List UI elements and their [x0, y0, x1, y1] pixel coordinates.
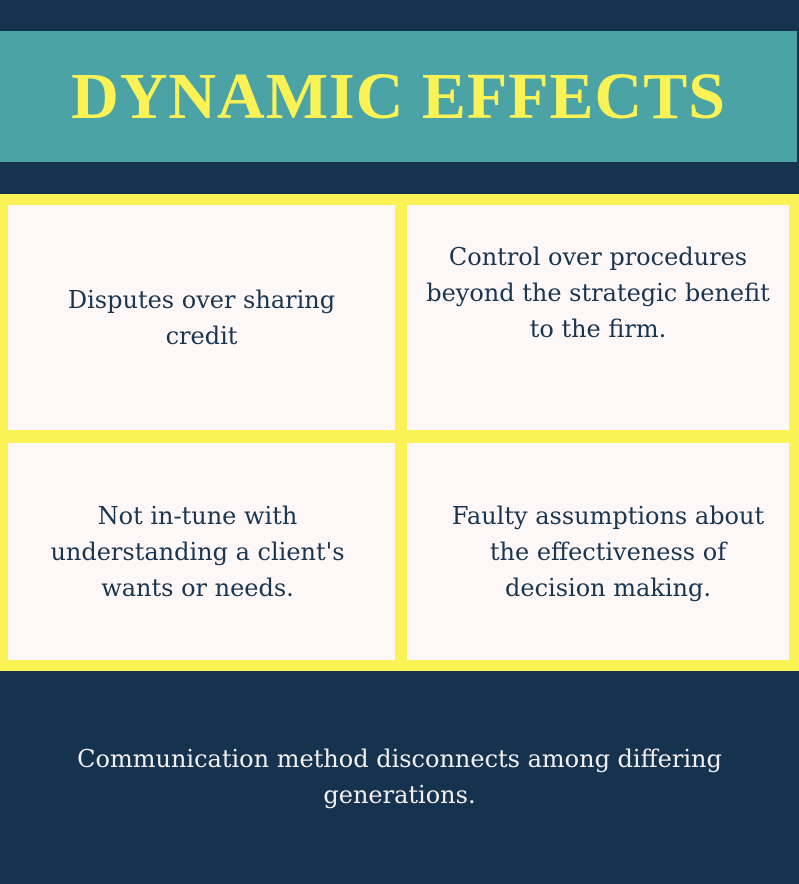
effect-text: Control over procedures beyond the strat…	[426, 242, 770, 343]
effect-text: Disputes over sharing credit	[67, 285, 336, 350]
effect-text: Faulty assumptions about the effectivene…	[451, 501, 765, 602]
footer-text: Communication method disconnects among d…	[77, 744, 722, 809]
effects-grid: Disputes over sharing credit Control ove…	[0, 194, 799, 671]
title-banner: DYNAMIC EFFECTS	[0, 31, 797, 162]
footer-section: Communication method disconnects among d…	[0, 671, 799, 884]
effect-cell-control: Control over procedures beyond the strat…	[407, 205, 789, 430]
effect-text: Not in-tune with understanding a client'…	[50, 501, 345, 602]
effect-cell-disputes: Disputes over sharing credit	[8, 205, 395, 430]
effect-cell-assumptions: Faulty assumptions about the effectivene…	[407, 443, 789, 660]
page-title: DYNAMIC EFFECTS	[71, 59, 726, 133]
effect-cell-client-needs: Not in-tune with understanding a client'…	[8, 443, 395, 660]
